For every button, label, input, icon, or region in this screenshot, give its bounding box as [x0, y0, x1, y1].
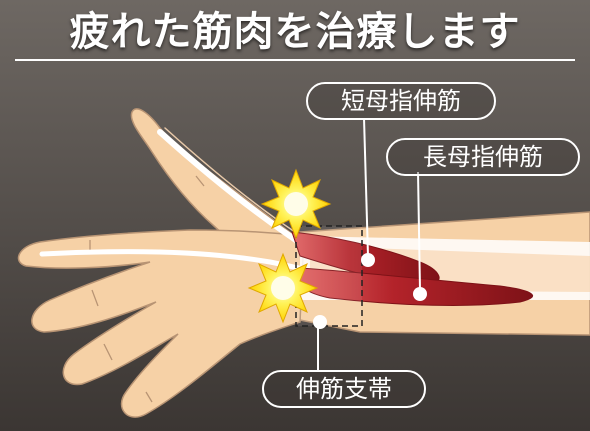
pointer-dot-long — [413, 287, 427, 301]
pain-burst-icon — [260, 168, 332, 240]
pain-burst-icon — [247, 252, 319, 324]
pointer-dot-retinaculum — [313, 315, 327, 329]
label-extensor-retinaculum: 伸筋支帯 — [262, 370, 426, 408]
label-short-thumb-extensor: 短母指伸筋 — [306, 82, 496, 120]
extensor-retinaculum-outline — [295, 225, 363, 327]
pointer-lines — [317, 117, 421, 372]
finger-creases — [89, 175, 205, 403]
long-thumb-extensor-muscle — [299, 267, 534, 306]
pointer-dot-short — [361, 253, 375, 267]
page-title: 疲れた筋肉を治療します — [69, 9, 521, 55]
label-long-thumb-extensor: 長母指伸筋 — [386, 138, 580, 176]
